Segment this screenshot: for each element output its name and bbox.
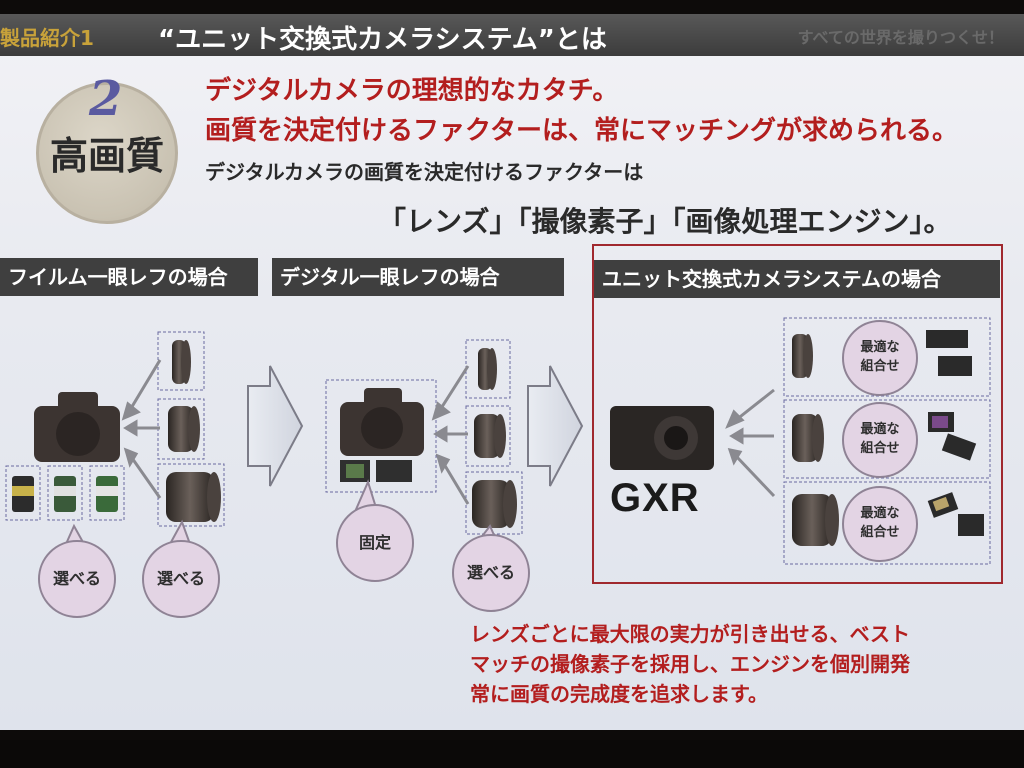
unit-lens-small-icon (792, 334, 813, 378)
digital-bubble-fixed: 固定 (336, 504, 414, 582)
gxr-camera-label: GXR (610, 476, 700, 520)
slide-header-bar: 製品紹介1 “ユニット交換式カメラシステム”とは すべての世界を撮りつくせ！ (0, 14, 1024, 56)
combo-bubble-2-line-1: 最適な (860, 422, 900, 437)
film-roll-icon-3 (96, 476, 118, 512)
unit-lens-large-icon (792, 494, 839, 546)
unit-arrows (725, 388, 776, 498)
film-lens-large-icon (166, 472, 221, 522)
unit-lens-mid-icon (792, 414, 824, 462)
digital-bubble-select: 選べる (452, 534, 530, 612)
combo-bubble-2: 最適な 組合せ (842, 402, 918, 478)
digital-slr-camera-icon (340, 388, 424, 456)
digital-lens-mid-icon (474, 414, 506, 458)
unit-row-2-box (783, 399, 991, 479)
film-roll-box-3 (89, 465, 125, 521)
film-slr-camera-icon (34, 392, 120, 462)
quality-badge: 2 高画質 (36, 71, 178, 224)
combo-bubble-2-line-2: 組合せ (860, 441, 900, 456)
film-bubble-left: 選べる (38, 540, 116, 618)
film-lens-mid-icon (168, 406, 200, 452)
digital-body-box (325, 379, 437, 493)
slide-tagline: すべての世界を撮りつくせ！ (797, 28, 1004, 47)
film-lens-small-box (157, 331, 205, 391)
headline-line-2: 画質を決定付けるファクターは、常にマッチングが求められる。 (205, 116, 958, 146)
digital-sensor-icon (340, 460, 370, 482)
digital-lens-mid-box (465, 405, 511, 467)
badge-number: 2 (89, 71, 123, 127)
digital-lens-large-icon (472, 480, 517, 528)
presentation-slide: 製品紹介1 “ユニット交換式カメラシステム”とは すべての世界を撮りつくせ！ 2… (0, 14, 1024, 730)
slide-title: “ユニット交換式カメラシステム”とは (158, 25, 607, 55)
digital-lens-small-icon (478, 348, 497, 390)
film-roll-box-2 (47, 465, 83, 521)
digital-engine-chip-icon (376, 460, 412, 482)
combo-bubble-3-line-1: 最適な (860, 506, 900, 521)
transition-arrow-2 (527, 365, 584, 487)
film-bubble-right: 選べる (142, 540, 220, 618)
film-roll-icon-2 (54, 476, 76, 512)
film-roll-icon-1 (12, 476, 34, 512)
film-roll-box-1 (5, 465, 41, 521)
bottom-text-line-2: マッチの撮像素子を採用し、エンジンを個別開発 (470, 652, 910, 676)
bottom-text-line-1: レンズごとに最大限の実力が引き出せる、ベスト (470, 622, 910, 646)
combo-bubble-3: 最適な 組合せ (842, 486, 918, 562)
badge-label: 高画質 (49, 134, 164, 178)
gxr-camera-body-icon (610, 406, 714, 470)
unit-row-1-box (783, 317, 991, 397)
headline-line-1: デジタルカメラの理想的なカタチ。 (205, 76, 619, 106)
digital-lens-arrows (431, 365, 470, 505)
bottom-text-line-3: 常に画質の完成度を追求します。 (470, 682, 768, 706)
panel-title-unit: ユニット交換式カメラシステムの場合 (594, 260, 1000, 298)
panel-title-digital: デジタル一眼レフの場合 (272, 258, 564, 296)
film-lens-arrows (121, 359, 162, 499)
unit-row-3-chips-icon (927, 492, 984, 536)
combo-bubble-1: 最適な 組合せ (842, 320, 918, 396)
audience-area (0, 740, 1024, 768)
transition-arrow-1 (247, 365, 304, 487)
combo-bubble-1-line-1: 最適な (860, 340, 900, 355)
comparison-diagram (5, 317, 991, 565)
headline-line-4: 「レンズ」「撮像素子」「画像処理エンジン」。 (378, 205, 952, 238)
panel-title-film: フイルム一眼レフの場合 (0, 258, 258, 296)
section-label: 製品紹介1 (0, 26, 94, 50)
unit-row-1-chips-icon (926, 330, 972, 376)
film-lens-small-icon (172, 340, 191, 384)
combo-bubble-1-line-2: 組合せ (860, 359, 900, 374)
unit-system-frame (592, 244, 1003, 584)
combo-bubble-3-line-2: 組合せ (860, 525, 900, 540)
unit-row-2-chips-icon (928, 412, 977, 461)
headline-line-3: デジタルカメラの画質を決定付けるファクターは (205, 160, 644, 184)
unit-row-3-box (783, 481, 991, 565)
